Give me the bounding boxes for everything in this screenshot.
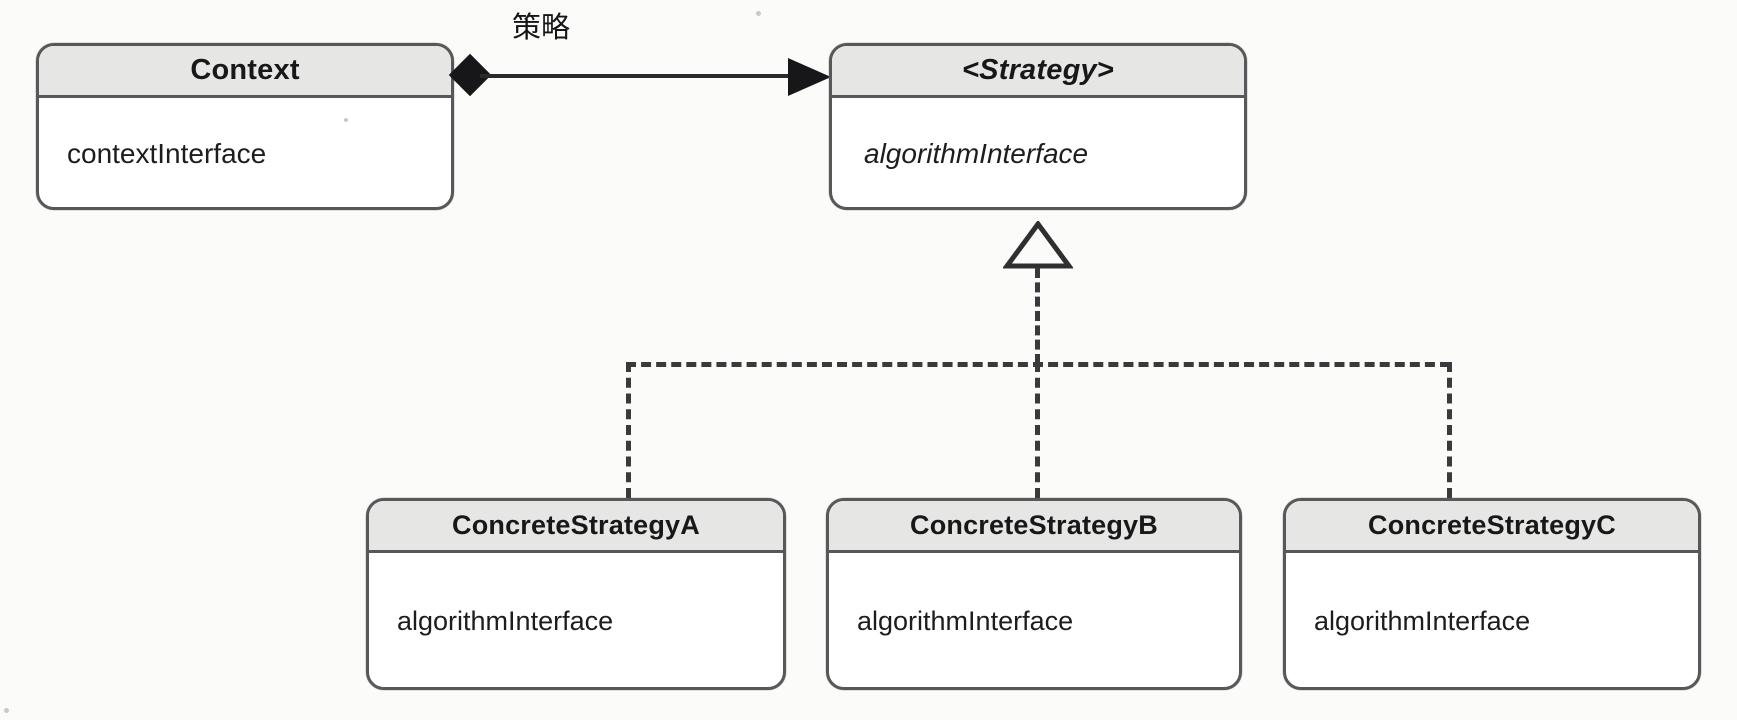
uml-class-context[interactable]: Context contextInterface <box>36 43 454 210</box>
uml-class-concrete-strategy-b[interactable]: ConcreteStrategyB algorithmInterface <box>826 498 1242 690</box>
association-line <box>480 74 800 78</box>
generalization-triangle-icon <box>1003 221 1073 269</box>
class-name-concrete-strategy-a: ConcreteStrategyA <box>369 501 783 553</box>
class-name-concrete-strategy-b: ConcreteStrategyB <box>829 501 1239 553</box>
class-members-concrete-strategy-a: algorithmInterface <box>369 553 783 687</box>
uml-class-strategy[interactable]: <Strategy> algorithmInterface <box>829 43 1247 210</box>
scan-speck <box>4 708 9 713</box>
member-contextinterface: contextInterface <box>67 138 267 169</box>
class-members-strategy: algorithmInterface <box>832 98 1244 207</box>
realization-branch-b <box>1035 362 1040 498</box>
member-algorithminterface-c: algorithmInterface <box>1314 606 1531 636</box>
association-arrowhead-icon <box>788 58 831 96</box>
class-members-concrete-strategy-b: algorithmInterface <box>829 553 1239 687</box>
realization-stem-line <box>1035 268 1045 364</box>
uml-class-concrete-strategy-c[interactable]: ConcreteStrategyC algorithmInterface <box>1283 498 1701 690</box>
uml-class-concrete-strategy-a[interactable]: ConcreteStrategyA algorithmInterface <box>366 498 786 690</box>
class-name-concrete-strategy-c: ConcreteStrategyC <box>1286 501 1698 553</box>
member-algorithminterface-b: algorithmInterface <box>857 606 1074 636</box>
realization-branch-a <box>626 362 631 498</box>
member-algorithminterface-a: algorithmInterface <box>397 606 614 636</box>
scan-speck <box>756 11 761 16</box>
scan-speck <box>344 118 348 122</box>
class-members-concrete-strategy-c: algorithmInterface <box>1286 553 1698 687</box>
class-name-context: Context <box>39 46 451 98</box>
member-algorithminterface-strategy: algorithmInterface <box>864 138 1089 169</box>
class-name-strategy: <Strategy> <box>832 46 1244 98</box>
class-members-context: contextInterface <box>39 98 451 207</box>
association-label: 策略 <box>512 10 571 44</box>
realization-branch-c <box>1447 362 1452 498</box>
